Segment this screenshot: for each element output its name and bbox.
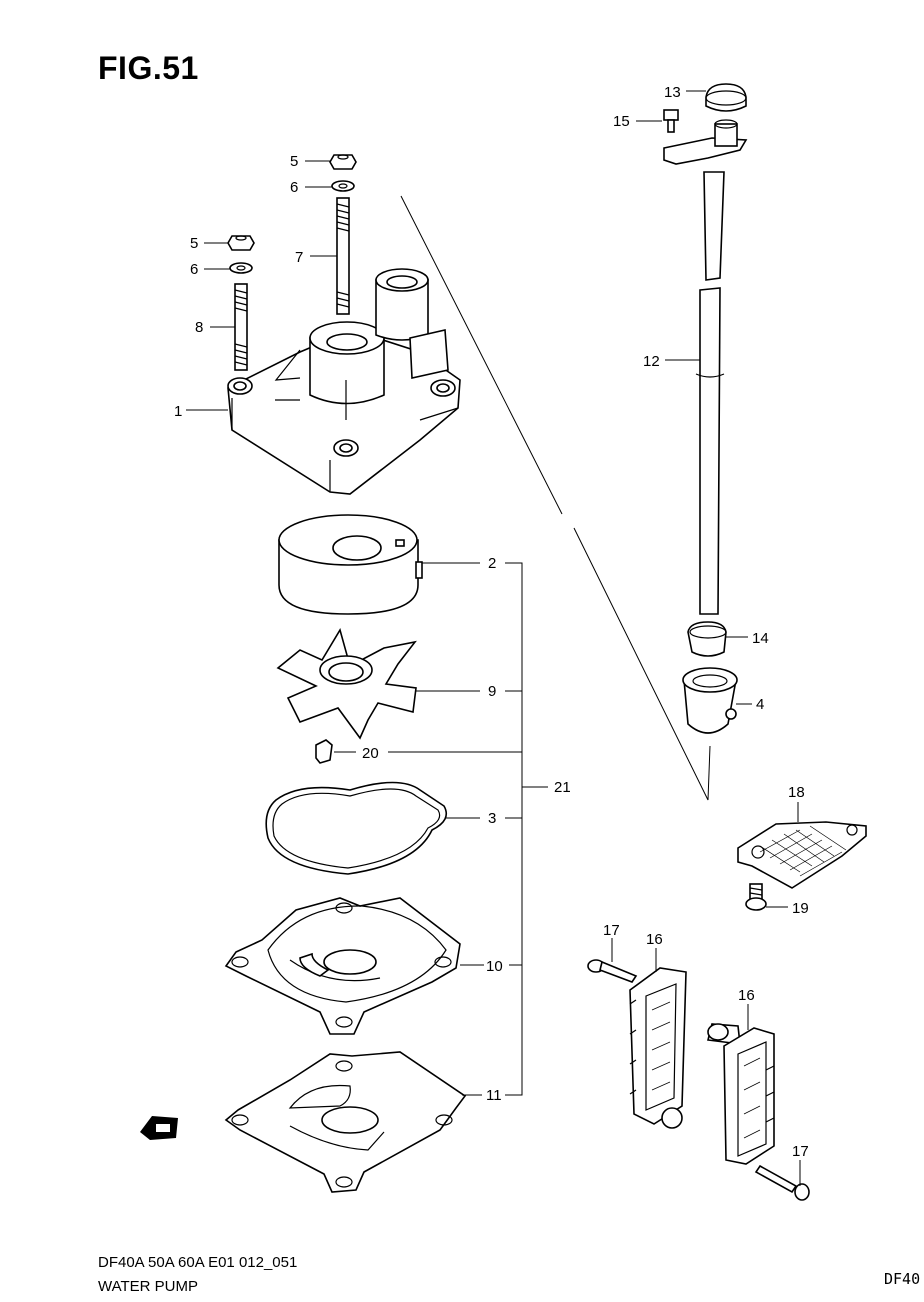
grommet-part-14 [687, 621, 727, 657]
screw-part-17-upper [587, 959, 638, 983]
callout-4: 4 [756, 696, 764, 713]
grommet-part-13 [705, 83, 747, 112]
callout-6-lower: 6 [190, 261, 198, 278]
pump-case-part-1 [227, 268, 461, 495]
stud-part-7 [336, 197, 350, 315]
callout-16-left: 16 [646, 931, 663, 948]
leader-lines [186, 90, 801, 1186]
callout-8: 8 [195, 319, 203, 336]
gasket-part-11 [224, 1051, 467, 1193]
callout-12: 12 [643, 353, 660, 370]
bolt-part-15 [663, 109, 679, 133]
front-arrow-icon [140, 1116, 178, 1140]
water-tube-part-12 [695, 171, 725, 615]
sleeve-part-4 [682, 667, 738, 734]
side-strainer-part-16-right [707, 1023, 775, 1165]
callout-18: 18 [788, 784, 805, 801]
callout-1: 1 [174, 403, 182, 420]
screw-part-17-lower [754, 1164, 810, 1201]
callout-7: 7 [295, 249, 303, 266]
figure-title: FIG.51 [98, 50, 199, 86]
nut-part-5-lower [227, 235, 255, 251]
callout-16-right: 16 [738, 987, 755, 1004]
strainer-part-18 [737, 821, 867, 889]
key-part-20 [315, 739, 333, 764]
under-panel-part-10 [224, 897, 461, 1035]
reference-line [400, 195, 711, 801]
callout-labels: 13 15 5 6 5 6 7 8 1 12 2 9 20 21 3 14 4 … [174, 84, 809, 1160]
callout-10: 10 [486, 958, 503, 975]
figure-name: WATER PUMP [98, 1278, 198, 1295]
callout-17-lower: 17 [792, 1143, 809, 1160]
callout-5-lower: 5 [190, 235, 198, 252]
callout-11: 11 [486, 1087, 502, 1104]
impeller-part-9 [276, 627, 417, 740]
washer-part-6-lower [229, 262, 253, 274]
stud-part-8 [234, 283, 248, 371]
tube-bracket [663, 119, 748, 165]
impeller-housing-part-2 [278, 514, 423, 615]
nut-part-5-upper [329, 154, 357, 170]
callout-5-upper: 5 [290, 153, 298, 170]
callout-13: 13 [664, 84, 681, 101]
callout-19: 19 [792, 900, 809, 917]
callout-9: 9 [488, 683, 496, 700]
callout-20: 20 [362, 745, 379, 762]
side-strainer-part-16-left [629, 967, 687, 1129]
callout-6-upper: 6 [290, 179, 298, 196]
callout-15: 15 [613, 113, 630, 130]
washer-part-6-upper [331, 180, 355, 192]
seal-ring-part-3 [265, 781, 448, 875]
screw-part-19 [745, 883, 767, 911]
callout-21: 21 [554, 779, 571, 796]
callout-2: 2 [488, 555, 496, 572]
figure-code: DF40A 50A 60A E01 012_051 [98, 1254, 298, 1271]
model-label: DF40 [884, 1270, 921, 1288]
callout-17-upper: 17 [603, 922, 620, 939]
callout-14: 14 [752, 630, 769, 647]
callout-3: 3 [488, 810, 496, 827]
